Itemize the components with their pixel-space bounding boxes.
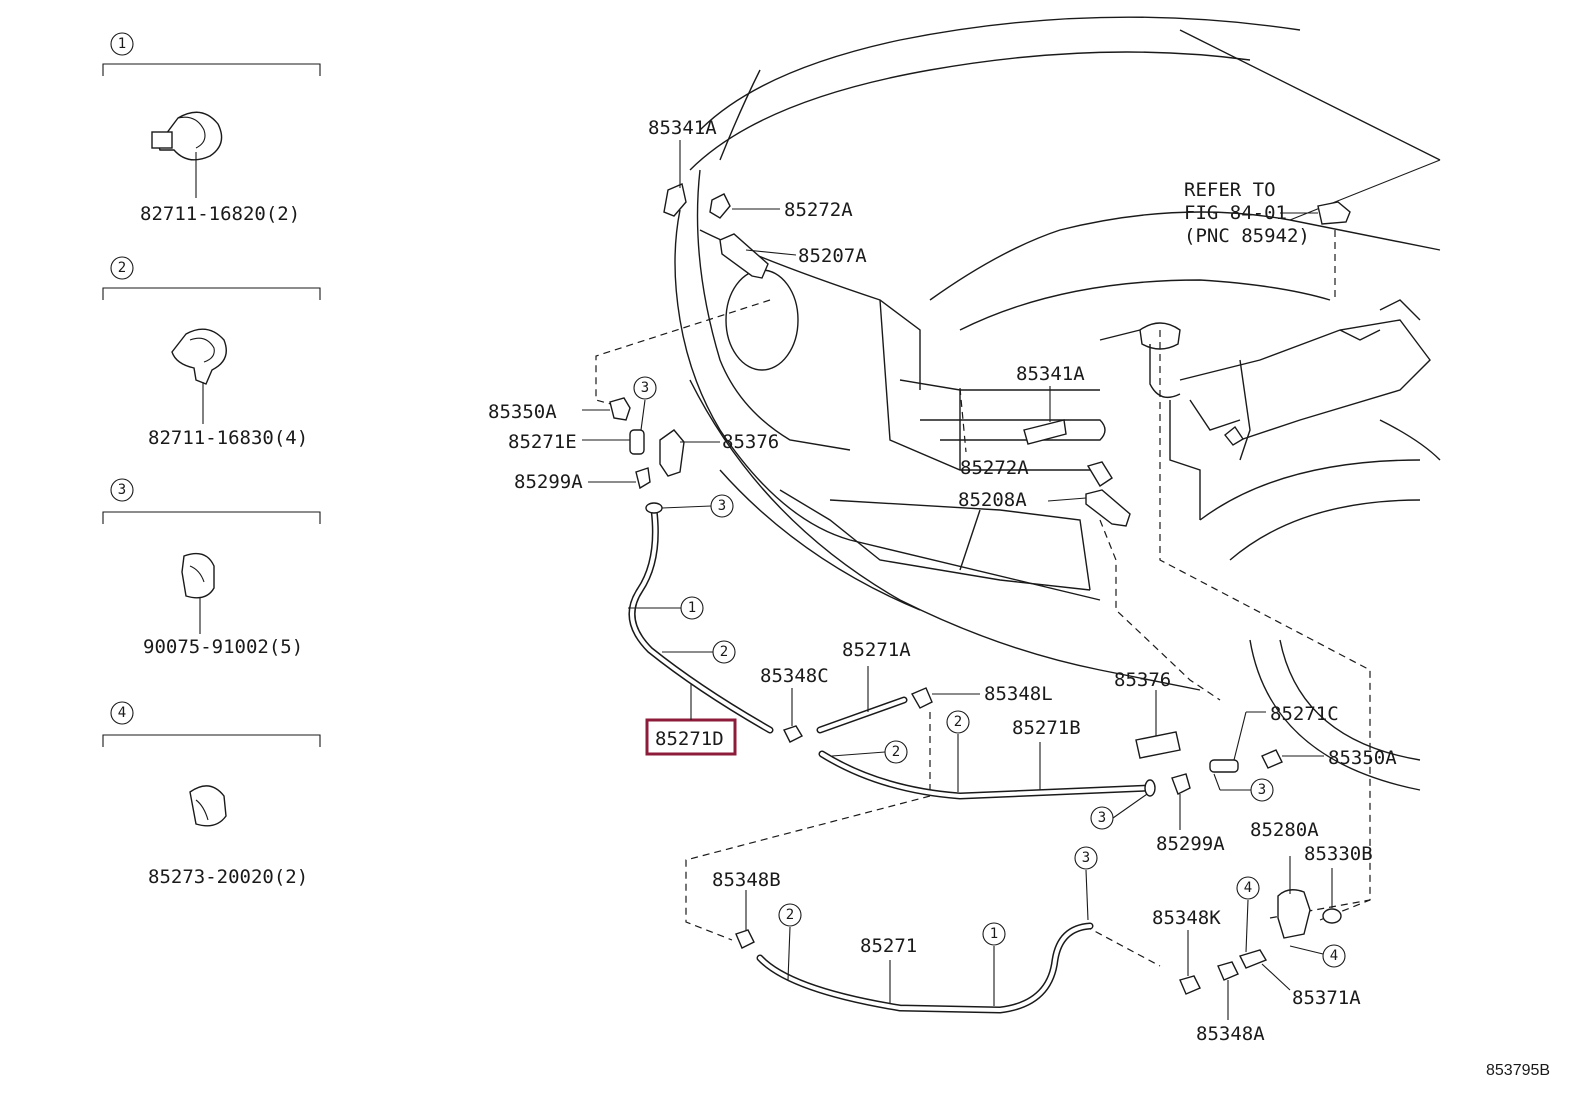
part-85299A-left-icon	[635, 467, 651, 490]
svg-text:2: 2	[892, 744, 900, 760]
part-85350A-left-icon	[609, 397, 631, 421]
label-85330B[interactable]: 85330B	[1304, 843, 1373, 865]
hose-band-3-icon	[181, 552, 215, 599]
svg-text:3: 3	[718, 498, 726, 514]
legend-item-2[interactable]: 2 82711-16830(4)	[102, 256, 321, 449]
refer-note-line-2: FIG 84-01	[1184, 202, 1287, 224]
refer-note-line-1: REFER TO	[1184, 179, 1276, 201]
legend-part-2: 82711-16830(4)	[148, 427, 308, 449]
legend-part-3: 90075-91002(5)	[143, 636, 303, 658]
refer-note-line-3: (PNC 85942)	[1184, 225, 1310, 247]
label-85348B[interactable]: 85348B	[712, 869, 781, 891]
part-85942-icon	[1317, 201, 1351, 225]
label-85371A[interactable]: 85371A	[1292, 987, 1361, 1009]
part-85208A-icon	[1085, 489, 1131, 527]
legend-item-4[interactable]: 4 85273-20020(2)	[102, 701, 321, 888]
part-85299A-right-icon	[1171, 773, 1191, 795]
svg-text:4: 4	[1244, 880, 1252, 896]
part-85341A-top-icon	[663, 183, 687, 217]
svg-text:2: 2	[786, 907, 794, 923]
diagram-id: 853795B	[1486, 1062, 1550, 1079]
label-85341A-mid[interactable]: 85341A	[1016, 363, 1085, 385]
clamp-2-icon	[171, 328, 227, 385]
svg-text:2: 2	[954, 714, 962, 730]
part-85280A-icon	[1277, 889, 1311, 939]
label-85208A[interactable]: 85208A	[958, 489, 1027, 511]
part-85330B-icon	[1322, 908, 1342, 924]
label-85376-right[interactable]: 85376	[1114, 669, 1171, 691]
svg-text:3: 3	[1258, 782, 1266, 798]
part-labels: 85341A 85272A 85207A 85350A 85271E 85376…	[488, 117, 1550, 1079]
svg-text:1: 1	[990, 926, 998, 942]
svg-text:3: 3	[1098, 810, 1106, 826]
legend-num-1: 1	[118, 36, 126, 52]
part-85271E-icon	[629, 429, 645, 455]
hose-85271	[756, 922, 1094, 1014]
label-85271A[interactable]: 85271A	[842, 639, 911, 661]
part-85371A-icon	[1239, 949, 1268, 969]
label-85348A[interactable]: 85348A	[1196, 1023, 1265, 1045]
svg-text:1: 1	[688, 600, 696, 616]
hoses	[628, 506, 1154, 1014]
legend: 1 82711-16820(2) 2 82711-16830(4) 3	[102, 32, 321, 888]
label-85271B[interactable]: 85271B	[1012, 717, 1081, 739]
label-85280A[interactable]: 85280A	[1250, 819, 1319, 841]
svg-text:4: 4	[1330, 948, 1338, 964]
hose-85271D	[628, 506, 774, 734]
part-85348A-icon	[1217, 961, 1239, 981]
label-85350A-right[interactable]: 85350A	[1328, 747, 1397, 769]
label-85299A-left[interactable]: 85299A	[514, 471, 583, 493]
label-85376-left[interactable]: 85376	[722, 431, 779, 453]
legend-num-2: 2	[118, 260, 126, 276]
part-85348K-icon	[1179, 975, 1201, 995]
legend-part-1: 82711-16820(2)	[140, 203, 300, 225]
label-85299A-right[interactable]: 85299A	[1156, 833, 1225, 855]
legend-item-1[interactable]: 1 82711-16820(2)	[102, 32, 321, 225]
leader-dashes	[595, 230, 1371, 967]
part-85341A-mid-icon	[1023, 419, 1067, 445]
part-85348B-icon	[735, 929, 755, 949]
svg-text:2: 2	[720, 644, 728, 660]
vehicle-outline	[674, 16, 1441, 791]
part-85348L-icon	[911, 687, 933, 709]
part-85272A-mid-icon	[1086, 461, 1113, 487]
label-85207A[interactable]: 85207A	[798, 245, 867, 267]
label-85271D[interactable]: 85271D	[655, 728, 724, 750]
label-85271[interactable]: 85271	[860, 935, 917, 957]
part-85350A-right-icon	[1261, 749, 1283, 769]
label-85348K[interactable]: 85348K	[1152, 907, 1221, 929]
part-85376-right-icon	[1135, 731, 1181, 759]
label-85271C[interactable]: 85271C	[1270, 703, 1339, 725]
part-85376-left-icon	[659, 429, 685, 477]
legend-item-3[interactable]: 3 90075-91002(5)	[102, 478, 321, 658]
svg-text:3: 3	[641, 380, 649, 396]
fittings: 3 1 2 2 2 3 3	[628, 494, 1346, 1020]
part-85272A-top-icon	[709, 193, 731, 219]
part-85348C-icon	[783, 725, 803, 743]
svg-text:3: 3	[1082, 850, 1090, 866]
label-85348L[interactable]: 85348L	[984, 683, 1053, 705]
label-85350A-left[interactable]: 85350A	[488, 401, 557, 423]
label-85272A-top[interactable]: 85272A	[784, 199, 853, 221]
parts-top: 3	[582, 140, 1351, 527]
label-85341A-top[interactable]: 85341A	[648, 117, 717, 139]
legend-num-4: 4	[118, 705, 126, 721]
label-85348C[interactable]: 85348C	[760, 665, 829, 687]
legend-num-3: 3	[118, 482, 126, 498]
label-85272A-mid[interactable]: 85272A	[960, 457, 1029, 479]
part-85271C-icon	[1209, 759, 1239, 773]
hose-band-4-icon	[189, 785, 227, 827]
label-85271E[interactable]: 85271E	[508, 431, 577, 453]
legend-part-4: 85273-20020(2)	[148, 866, 308, 888]
part-85207A-icon	[719, 233, 769, 279]
